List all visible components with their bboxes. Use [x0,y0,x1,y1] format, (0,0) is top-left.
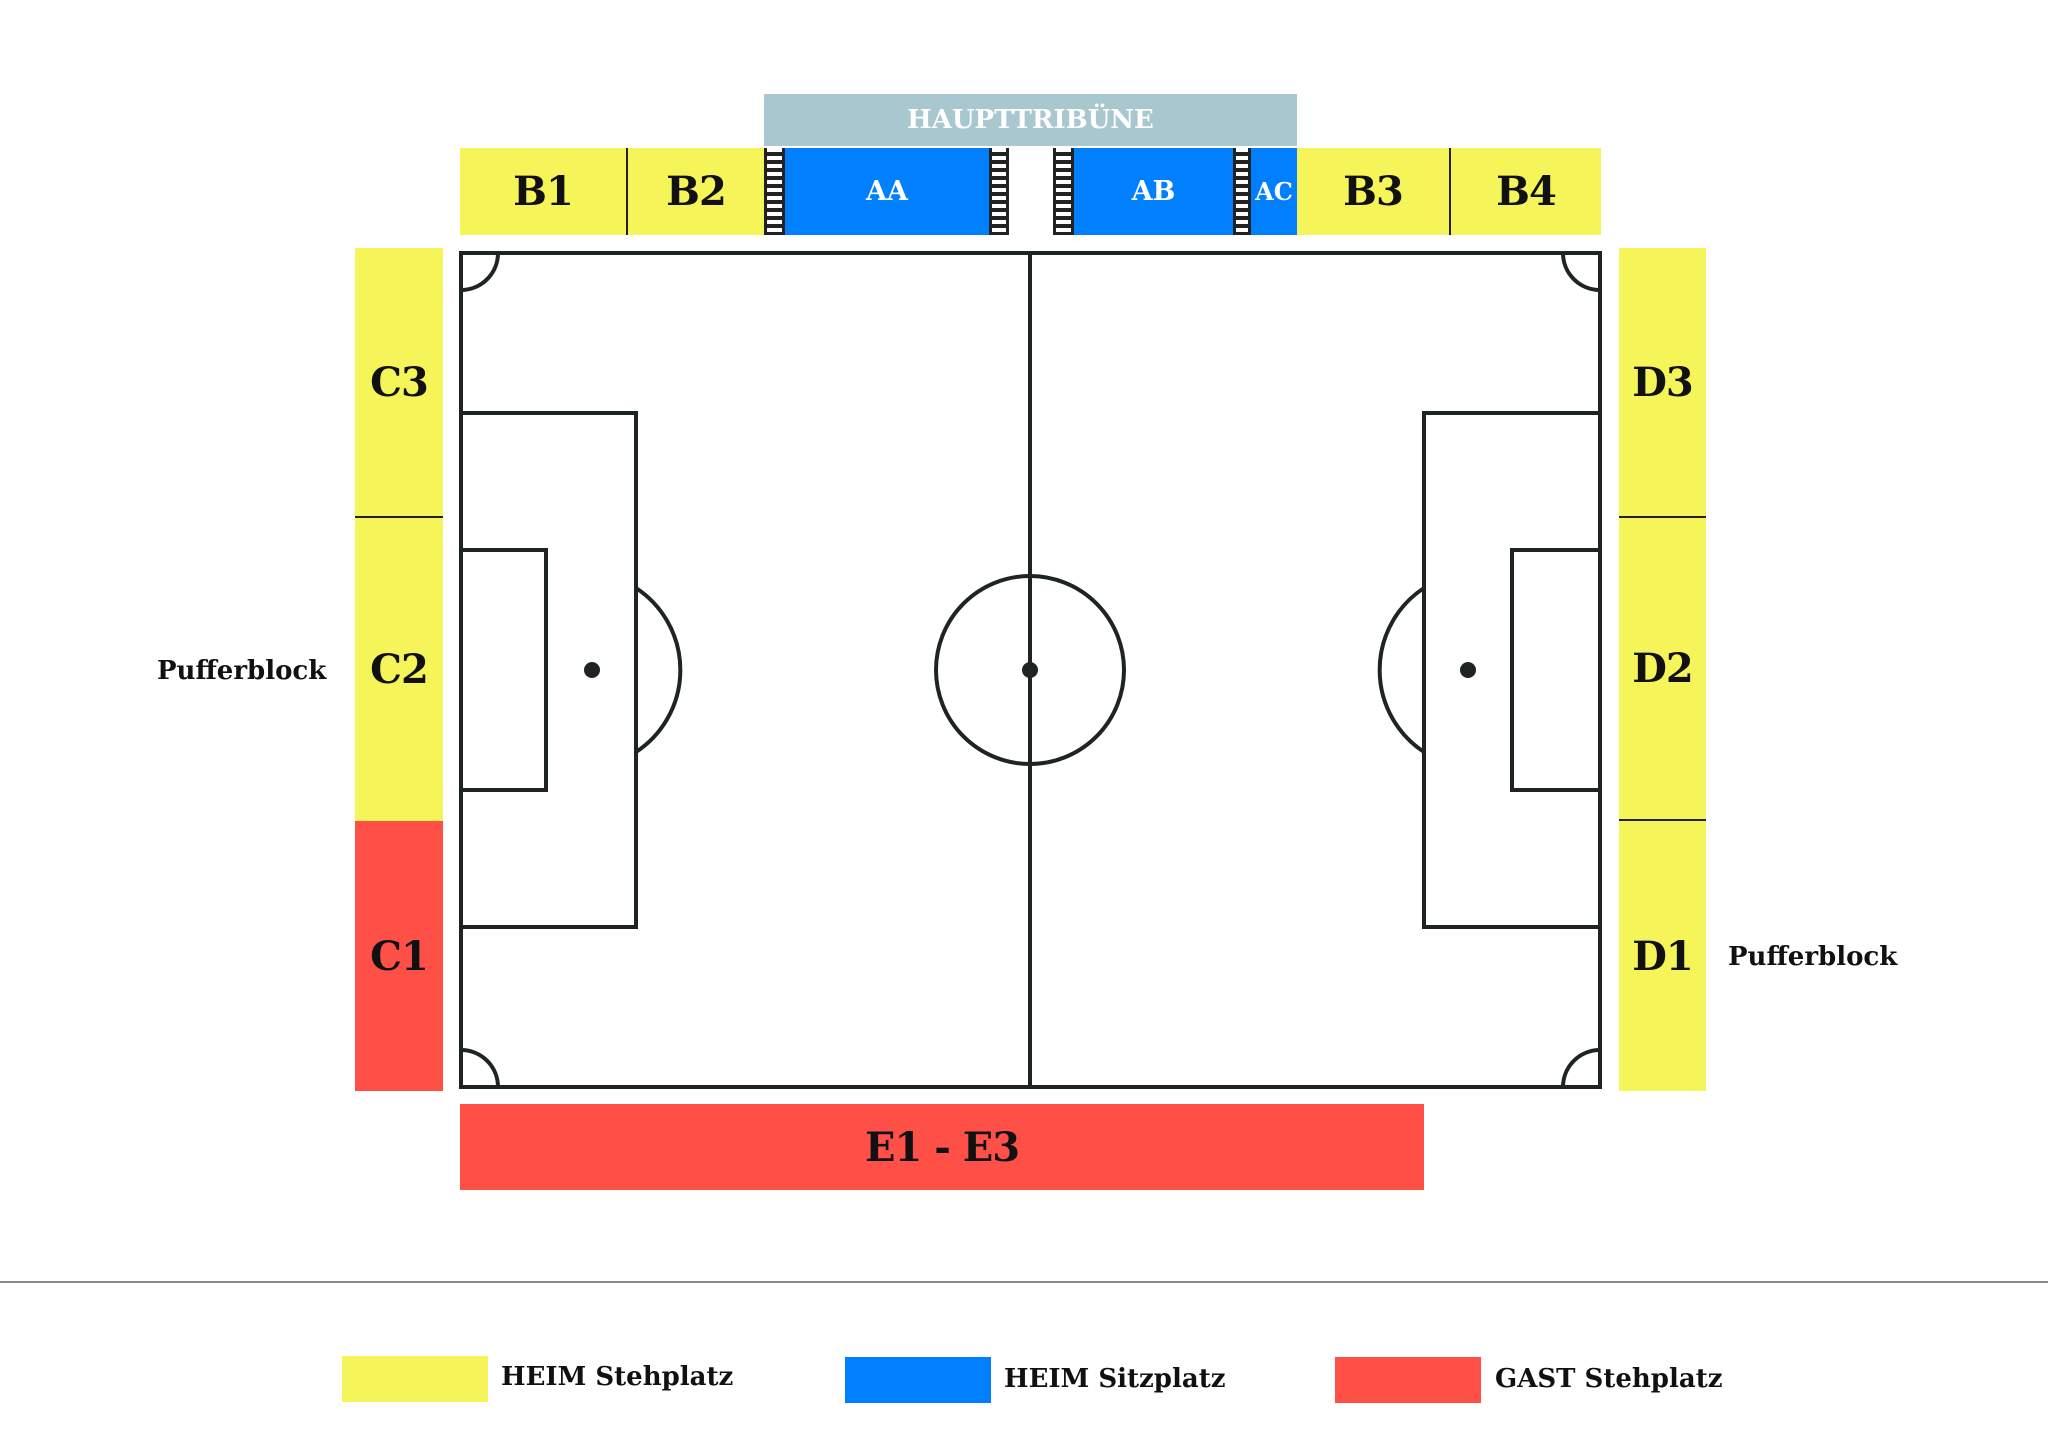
stairs [989,148,1009,235]
block-ac[interactable]: AC [1251,148,1297,235]
block-c3[interactable]: C3 [355,248,443,518]
block-b4[interactable]: B4 [1451,148,1601,235]
center-spot [1022,662,1038,678]
pufferblock-label-east: Pufferblock [1728,942,1898,972]
center-circle [934,574,1126,766]
block-b1[interactable]: B1 [460,148,628,235]
penalty-arc-left [634,586,683,754]
block-d2[interactable]: D2 [1619,518,1706,821]
penalty-spot-left [584,662,600,678]
penalty-area-left [459,411,638,929]
block-c2[interactable]: C2 [355,518,443,821]
block-aa[interactable]: AA [785,148,989,235]
block-b2[interactable]: B2 [628,148,764,235]
block-d1[interactable]: D1 [1619,821,1706,1091]
penalty-spot-right [1460,662,1476,678]
block-d3[interactable]: D3 [1619,248,1706,518]
pufferblock-label-west: Pufferblock [157,656,327,686]
corner-arc [1561,252,1601,292]
goal-area-left [459,548,548,792]
block-e1-e3[interactable]: E1 - E3 [460,1104,1424,1190]
corner-arc [460,1048,500,1088]
legend-label-heim-stehplatz: HEIM Stehplatz [501,1362,734,1392]
haupttribuene-header: HAUPTTRIBÜNE [764,94,1297,146]
corner-arc [1561,1048,1601,1088]
block-c1[interactable]: C1 [355,821,443,1091]
legend-label-heim-sitzplatz: HEIM Sitzplatz [1004,1364,1226,1394]
stairs [1233,148,1251,235]
goal-area-right [1510,548,1602,792]
stairs [1053,148,1074,235]
legend-label-gast-stehplatz: GAST Stehplatz [1495,1364,1723,1394]
legend-swatch-gast-stehplatz [1335,1357,1481,1403]
block-ab[interactable]: AB [1074,148,1233,235]
block-b3[interactable]: B3 [1297,148,1451,235]
legend-swatch-heim-stehplatz [342,1356,488,1402]
legend-swatch-heim-sitzplatz [845,1357,991,1403]
corner-arc [460,252,500,292]
stairs [764,148,785,235]
penalty-arc-right [1377,586,1426,754]
